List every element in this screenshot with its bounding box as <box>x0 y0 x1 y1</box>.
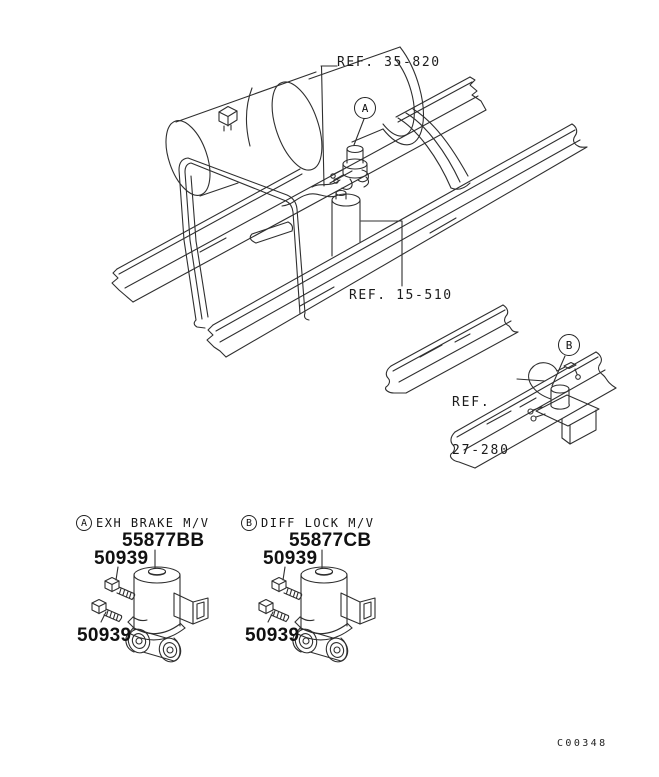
detail-a-part-number: 55877BB <box>122 530 205 551</box>
ref-label-35-820: REF. 35-820 <box>337 55 441 70</box>
valve-b-on-frame <box>527 361 600 445</box>
detail-a-bolt-part-number-top: 50939 <box>94 548 149 569</box>
chassis-frame-drawing <box>111 46 588 358</box>
ref-label-27-280-line2: 27-280 <box>452 443 510 458</box>
detail-b-callout-letter: B <box>245 517 253 529</box>
detail-a-bolt-part-number-bottom: 50939 <box>77 625 132 646</box>
crossmember-gusset <box>397 108 471 190</box>
air-tanks <box>165 46 424 197</box>
bolt-icon <box>104 576 136 601</box>
ref-label-27-280-line1: REF. <box>452 395 491 410</box>
detail-a-valve-drawing <box>91 549 209 663</box>
detail-a-title: EXH BRAKE M/V <box>96 516 210 530</box>
near-frame-rail <box>206 123 588 358</box>
rail-section-b-view <box>385 304 617 469</box>
detail-b-bolt-part-number-top: 50939 <box>263 548 318 569</box>
detail-b-title: DIFF LOCK M/V <box>261 516 375 530</box>
detail-b-bolt-part-number-bottom: 50939 <box>245 625 300 646</box>
detail-a-callout-letter: A <box>80 517 88 529</box>
guard-hoop <box>178 157 310 329</box>
detail-b-part-number: 55877CB <box>289 530 372 551</box>
callout-letter-a: A <box>361 101 369 115</box>
ref-label-27-280: REF. 27-280 <box>452 363 510 491</box>
leader-lines-main <box>320 65 403 287</box>
air-dryer <box>249 189 361 257</box>
callout-circle-b: B <box>558 334 580 356</box>
detail-b-callout-circle: B <box>241 515 257 531</box>
upper-rail-piece <box>385 304 519 394</box>
callout-letter-b: B <box>565 338 573 352</box>
valve-a-on-frame <box>311 144 370 190</box>
callout-circle-a: A <box>354 97 376 119</box>
far-frame-rail <box>111 76 487 303</box>
detail-a-callout-circle: A <box>76 515 92 531</box>
drawing-number: C00348 <box>557 738 608 749</box>
bolt-icon <box>91 598 123 623</box>
ref-label-15-510: REF. 15-510 <box>349 288 453 303</box>
leader-lines-b-view <box>516 355 566 387</box>
